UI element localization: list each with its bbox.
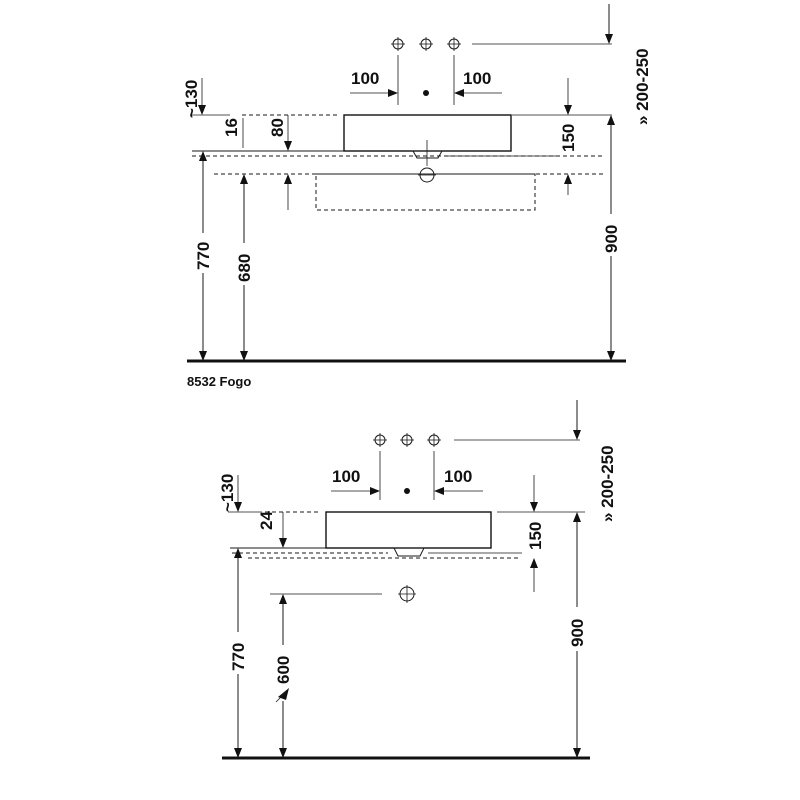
bottom-view: 100 100 » 200-250 ~130 24 150 bbox=[218, 400, 617, 760]
top-dim-tap-range: » 200-250 bbox=[633, 48, 652, 125]
bottom-dim-rim: 24 bbox=[257, 511, 276, 530]
bottom-dim-tap-range: » 200-250 bbox=[598, 445, 617, 522]
bottom-center-point bbox=[404, 488, 410, 494]
top-dim-depth: 80 bbox=[268, 118, 287, 137]
bottom-basin-shape bbox=[325, 511, 492, 549]
model-caption: 8532 Fogo bbox=[187, 374, 251, 389]
top-dim-pipe-left: 100 bbox=[351, 69, 379, 88]
bottom-tap-symbols bbox=[373, 433, 441, 447]
top-center-point bbox=[423, 90, 429, 96]
top-dim-150: 150 bbox=[559, 124, 578, 152]
bottom-dim-900: 900 bbox=[568, 619, 587, 647]
bottom-dim-pipe-left: 100 bbox=[332, 467, 360, 486]
top-dim-rim: 16 bbox=[222, 118, 241, 137]
top-view: 100 100 » 200-250 ~130 16 80 150 bbox=[182, 4, 652, 363]
bottom-dim-approx: ~130 bbox=[218, 474, 237, 512]
top-dim-pipe-right: 100 bbox=[463, 69, 491, 88]
top-dim-900: 900 bbox=[602, 225, 621, 253]
bottom-dim-600: 600 bbox=[274, 656, 293, 684]
bottom-dim-770: 770 bbox=[229, 643, 248, 671]
top-dim-770: 770 bbox=[194, 242, 213, 270]
bottom-dim-pipe-right: 100 bbox=[444, 467, 472, 486]
top-dim-680: 680 bbox=[235, 254, 254, 282]
top-basin-shape bbox=[343, 114, 512, 152]
top-dim-approx: ~130 bbox=[182, 80, 201, 118]
bottom-dim-150: 150 bbox=[526, 522, 545, 550]
top-cabinet-outline bbox=[315, 173, 536, 211]
bottom-drain-icon bbox=[393, 547, 425, 557]
top-tap-symbols bbox=[391, 37, 461, 51]
top-drain-icon bbox=[412, 150, 443, 159]
